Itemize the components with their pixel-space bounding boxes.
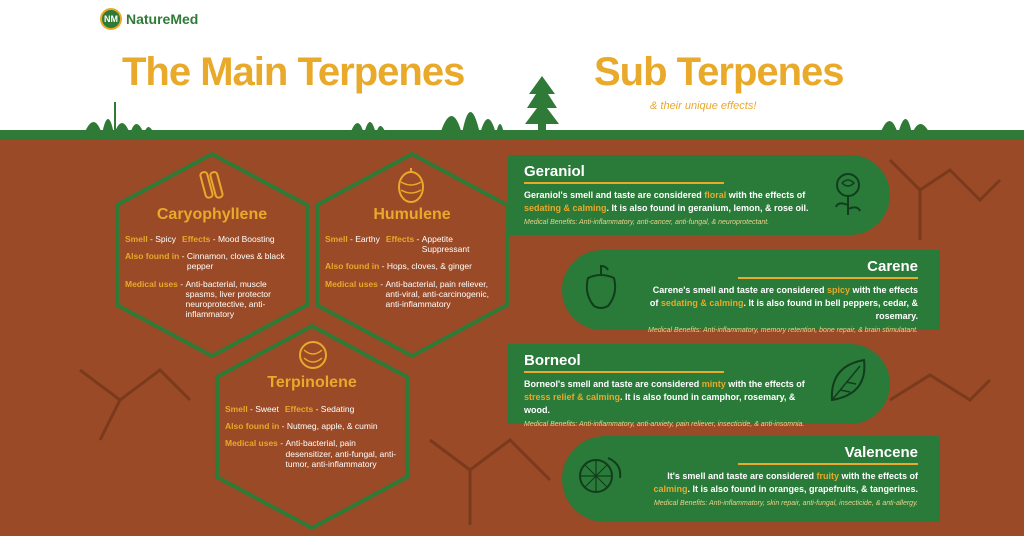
sky-background [0,0,1024,138]
sub-terpene-medical: Medical Benefits: Anti-inflammatory, ant… [524,421,805,429]
sub-terpene-medical: Medical Benefits: Anti-inflammatory, mem… [647,327,918,335]
sub-terpene-description: Borneol's smell and taste are considered… [524,379,805,416]
effects-value: Appetite Suppressant [421,234,470,255]
sub-terpene-medical: Medical Benefits: Anti-inflammatory, ski… [653,500,918,508]
sub-terpene-description: It's smell and taste are considered frui… [653,471,918,495]
effects-label: Effects [284,404,314,414]
found-value: Hops, cloves, & ginger [386,261,472,272]
terpene-details: Smell - Spicy Effects - Mood Boosting Al… [125,234,299,326]
terpene-name: Terpinolene [267,374,357,391]
title-underline [738,277,918,279]
leaf-icon [830,358,866,402]
molecule-decoration [889,373,992,402]
cinnamon-icon [199,171,224,199]
effects-label: Effects [385,234,415,244]
smell-label: Smell [325,234,348,244]
brand-badge: NM [100,8,122,30]
grass-tuft-icon [880,119,930,134]
smell-label: Smell [225,404,248,414]
molecule-decoration [79,368,192,441]
sub-terpene-card-geraniol[interactable]: Geraniol Geraniol's smell and taste are … [508,155,890,235]
title-underline [524,182,724,184]
sub-terpene-name: Valencene [738,444,918,465]
terpene-hex-humulene[interactable]: Humulene Smell - Earthy Effects - Appeti… [313,150,511,360]
found-label: Also found in [125,251,180,262]
sub-terpene-card-borneol[interactable]: Borneol Borneol's smell and taste are co… [508,344,890,428]
terpene-hex-caryophyllene[interactable]: Caryophyllene Smell - Spicy Effects - Mo… [113,150,311,360]
sub-terpene-name: Carene [738,258,918,279]
found-value: Cinnamon, cloves & black pepper [186,251,285,272]
sub-terpenes-caption: & their unique effects! [650,100,757,112]
title-underline [524,371,724,373]
terpene-details: Smell - Earthy Effects - Appetite Suppre… [325,234,499,316]
found-label: Also found in [325,261,380,272]
main-terpenes-heading: The Main Terpenes [122,50,465,94]
sub-terpene-description: Geraniol's smell and taste are considere… [524,190,809,214]
sub-terpenes-heading: Sub Terpenes [594,50,845,94]
smell-value: Earthy [355,234,380,244]
medical-label: Medical uses [125,278,178,289]
found-label: Also found in [225,421,280,432]
terpene-name: Humulene [373,206,451,223]
hexagon-frame [115,151,309,359]
effects-value: Mood Boosting [217,234,275,244]
brand-logo[interactable]: NM NatureMed [100,8,198,30]
grass-line [0,130,1024,140]
bell-pepper-icon [585,264,617,309]
smell-value: Spicy [155,234,177,244]
sub-terpene-name: Borneol [524,352,724,373]
grass-tuft-icon [350,122,386,134]
brand-name: NatureMed [126,11,199,27]
hexagon-frame [315,151,509,359]
terpene-name: Caryophyllene [156,206,268,223]
terpene-hex-terpinolene[interactable]: Terpinolene Smell - Sweet Effects - Seda… [213,322,411,532]
pine-tree-icon [525,76,559,136]
sub-terpene-card-valencene[interactable]: Valencene It's smell and taste are consi… [562,436,940,522]
terpene-details: Smell - Sweet Effects - Sedating Also fo… [225,404,399,476]
medical-value: Anti-bacterial, muscle spasms, liver pro… [185,278,271,320]
hexagon-frame [215,323,409,531]
molecule-decoration [429,438,552,525]
smell-value: Sweet [255,404,279,414]
nutmeg-icon [299,341,327,369]
orange-slice-icon [579,457,622,493]
grass-tuft-icon [440,112,504,134]
sub-terpene-medical: Medical Benefits: Anti-inflammatory, ant… [524,219,770,227]
rose-icon [835,173,861,215]
sub-terpene-card-carene[interactable]: Carene Carene's smell and taste are cons… [562,250,940,334]
title-underline [738,463,918,465]
sub-terpene-description: Carene's smell and taste are considered … [649,285,918,322]
smell-label: Smell [125,234,148,244]
sub-terpene-name: Geraniol [524,163,724,184]
hops-icon [398,168,424,203]
grass-tuft-icon [84,102,154,134]
effects-label: Effects [182,234,211,244]
molecule-decoration [888,158,1002,240]
medical-label: Medical uses [225,438,278,449]
medical-value: Anti-bacterial, pain desensitizer, anti-… [285,438,397,469]
medical-label: Medical uses [325,278,378,289]
medical-value: Anti-bacterial, pain reliever, anti-vira… [385,278,489,309]
found-value: Nutmeg, apple, & cumin [286,421,378,432]
effects-value: Sedating [320,404,355,414]
